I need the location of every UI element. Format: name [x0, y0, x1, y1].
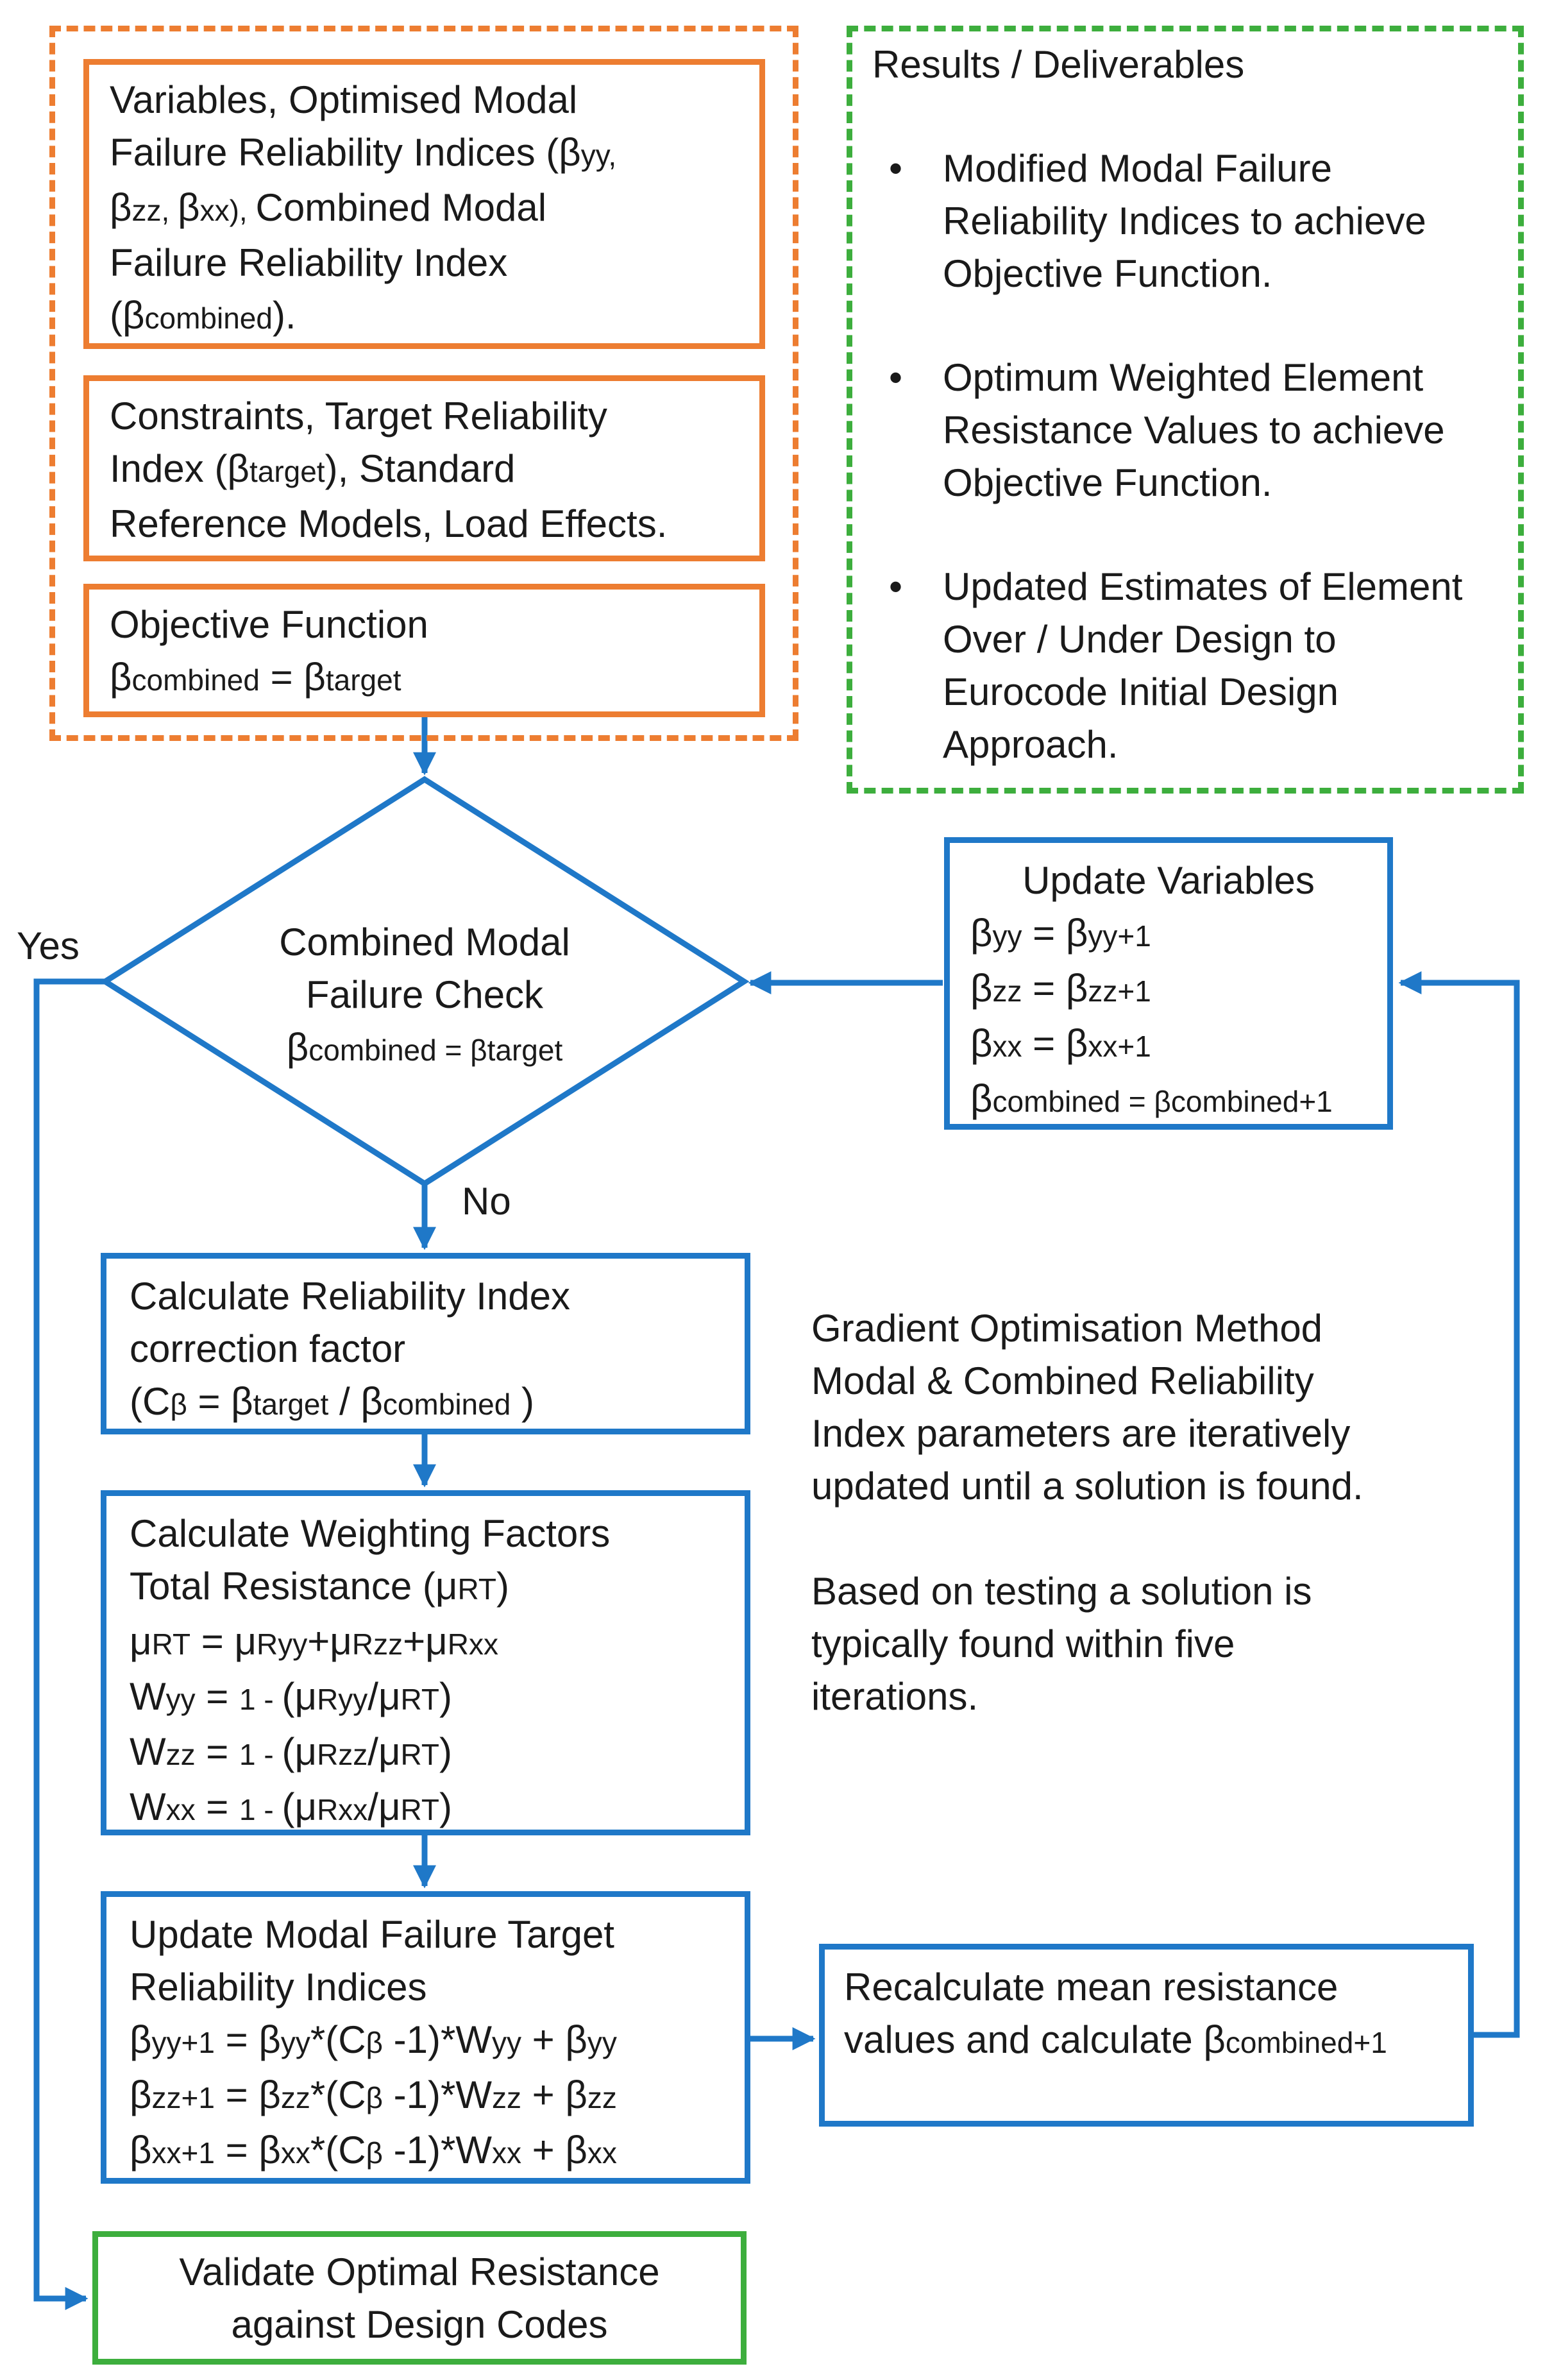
update-modal-box: Update Modal Failure Target Reliability …: [101, 1891, 750, 2184]
correction-line-3: (Cβ = βtarget / βcombined ): [130, 1380, 534, 1423]
validate-line-1: Validate Optimal Resistance: [179, 2250, 660, 2293]
update-variables-box: Update Variables βyy = βyy+1 βzz = βzz+1…: [944, 837, 1393, 1130]
validate-box: Validate Optimal Resistance against Desi…: [92, 2231, 747, 2365]
recalculate-box: Recalculate mean resistance values and c…: [819, 1944, 1474, 2127]
results-frame: [847, 26, 1524, 794]
update-variables-title: Update Variables: [1022, 859, 1315, 902]
weighting-line-1: Calculate Weighting Factors: [130, 1512, 611, 1555]
update-modal-formula: βzz+1 = βzz*(Cβ -1)*Wzz + βzz: [130, 2073, 617, 2116]
weighting-formula: Wxx = 1 - (μRxx/μRT): [130, 1785, 453, 1828]
results-item-text: Optimum Weighted Element Resistance Valu…: [943, 356, 1445, 504]
weighting-factors-box: Calculate Weighting Factors Total Resist…: [101, 1490, 750, 1835]
results-title: Results / Deliverables: [872, 43, 1245, 86]
method-note-1: Gradient Optimisation Method Modal & Com…: [811, 1307, 1363, 1508]
update-modal-line-2: Reliability Indices: [130, 1966, 427, 2009]
validate-line-2: against Design Codes: [231, 2303, 608, 2346]
constraints-line-2: Index (βtarget), Standard: [110, 447, 516, 490]
update-modal-formula: βxx+1 = βxx*(Cβ -1)*Wxx + βxx: [130, 2129, 617, 2172]
results-item: • Updated Estimates of Element Over / Un…: [872, 561, 1507, 771]
weighting-formula: μRT = μRyy+μRzz+μRxx: [130, 1620, 498, 1663]
variables-line-4: Failure Reliability Index: [110, 241, 508, 284]
correction-factor-box: Calculate Reliability Index correction f…: [101, 1253, 750, 1434]
results-item-text: Updated Estimates of Element Over / Unde…: [943, 565, 1463, 766]
method-note-2: Based on testing a solution is typically…: [811, 1570, 1312, 1718]
weighting-formula: Wyy = 1 - (μRyy/μRT): [130, 1675, 453, 1718]
update-variables-row: βyy = βyy+1: [970, 912, 1151, 955]
update-variables-row: βcombined = βcombined+1: [970, 1077, 1333, 1120]
correction-line-2: correction factor: [130, 1327, 406, 1370]
constraints-line-3: Reference Models, Load Effects.: [110, 502, 668, 545]
variables-line-1: Variables, Optimised Modal: [110, 78, 578, 121]
update-variables-row: βzz = βzz+1: [970, 967, 1151, 1010]
variables-line-2: Failure Reliability Indices (βyy,: [110, 131, 617, 174]
constraints-line-1: Constraints, Target Reliability: [110, 395, 607, 438]
method-notes: Gradient Optimisation Method Modal & Com…: [811, 1302, 1408, 1723]
bullet-marker: •: [889, 565, 903, 608]
no-label: No: [462, 1180, 511, 1223]
yes-label: Yes: [17, 924, 80, 967]
decision-line-3: βcombined = βtarget: [286, 1026, 563, 1069]
recalculate-line-2: values and calculate βcombined+1: [844, 2018, 1387, 2061]
results-content: Results / Deliverables • Modified Modal …: [872, 38, 1507, 771]
recalculate-line-1: Recalculate mean resistance: [844, 1966, 1338, 2009]
constraints-box: Constraints, Target Reliability Index (β…: [83, 375, 765, 561]
variables-line-5: (βcombined).: [110, 294, 296, 337]
variables-line-3: βzz, βxx), Combined Modal: [110, 186, 547, 229]
results-item: • Optimum Weighted Element Resistance Va…: [872, 352, 1507, 509]
input-group-frame: [49, 26, 798, 741]
correction-line-1: Calculate Reliability Index: [130, 1275, 571, 1318]
update-variables-row: βxx = βxx+1: [970, 1022, 1151, 1065]
objective-line-1: Objective Function: [110, 603, 428, 646]
decision-line-2: Failure Check: [305, 973, 544, 1016]
objective-line-2: βcombined = βtarget: [110, 656, 401, 699]
update-modal-formula: βyy+1 = βyy*(Cβ -1)*Wyy + βyy: [130, 2018, 617, 2061]
arrow-decision-to-validate: [33, 978, 105, 2310]
bullet-marker: •: [889, 356, 903, 399]
weighting-line-2: Total Resistance (μRT): [130, 1565, 509, 1608]
results-item: • Modified Modal Failure Reliability Ind…: [872, 142, 1507, 300]
arrow-recalc-to-update-variables: [1398, 971, 1520, 2038]
update-modal-line-1: Update Modal Failure Target: [130, 1913, 614, 1956]
weighting-formula: Wzz = 1 - (μRzz/μRT): [130, 1730, 453, 1773]
variables-box: Variables, Optimised Modal Failure Relia…: [83, 59, 765, 349]
decision-line-1: Combined Modal: [279, 921, 570, 964]
objective-box: Objective Function βcombined = βtarget: [83, 584, 765, 717]
decision-text: Combined Modal Failure Check βcombined =…: [200, 916, 649, 1076]
results-item-text: Modified Modal Failure Reliability Indic…: [943, 147, 1426, 295]
bullet-marker: •: [889, 147, 903, 190]
